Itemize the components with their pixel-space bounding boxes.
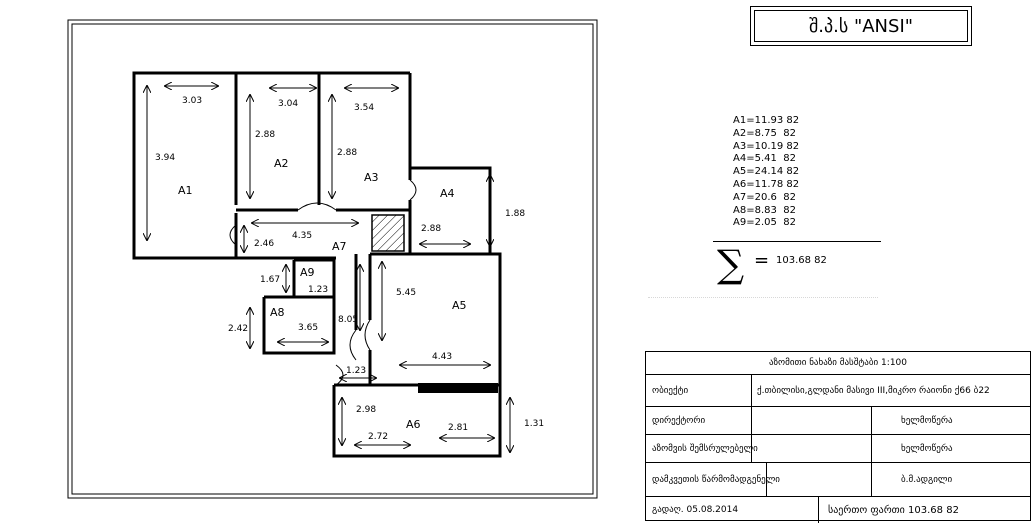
- area-row: A8=8.83 82: [733, 204, 796, 216]
- sigma-icon: ∑: [717, 242, 745, 286]
- room-label-a9: A9: [300, 266, 315, 279]
- room-label-a6: A6: [406, 418, 421, 431]
- title-block-surveyor-row: აზომვის შემსრულებელი ხელმოწერა: [646, 434, 1030, 463]
- area-row: A2=8.75 82: [733, 127, 796, 139]
- dim-a2-height: 2.88: [255, 130, 275, 140]
- title-block: აზომითი ნახაზი მასშტაბი 1:100 ობიექტი ქ.…: [645, 351, 1031, 523]
- dim-a8-height: 2.42: [228, 324, 248, 334]
- dim-a5-width: 4.43: [432, 352, 452, 362]
- company-name: შ.პ.ს "ANSI": [754, 10, 968, 42]
- area-row: A1=11.93 82: [733, 115, 800, 126]
- room-label-a8: A8: [270, 306, 285, 319]
- room-label-a5: A5: [452, 299, 467, 312]
- room-label-a2: A2: [274, 157, 289, 170]
- dim-a7-width: 4.35: [292, 231, 312, 241]
- hatched-column: [371, 214, 405, 252]
- dim-a6-width2: 2.81: [448, 423, 468, 433]
- dim-a5-height: 5.45: [396, 288, 416, 298]
- area-row: A4=5.41 82: [733, 153, 796, 165]
- title-block-object-row: ობიექტი ქ.თბილისი,გლდანი მასივი III,მიკრ…: [646, 374, 1030, 407]
- title-block-footer-row: გადაღ. 05.08.2014 საერთო ფართი 103.68 82: [646, 496, 1030, 523]
- area-row: A9=2.05 82: [733, 217, 796, 229]
- dim-a6-width1: 2.72: [368, 432, 388, 442]
- total-area-value: 103.68 82: [776, 255, 827, 266]
- dim-a7-side: 2.46: [254, 239, 274, 249]
- room-label-a3: A3: [364, 171, 379, 184]
- dim-a7-length: 8.05: [338, 315, 358, 325]
- title-block-client-row: დამკვეთის წარმომადგენელი ბ.მ.ადგილი: [646, 462, 1030, 497]
- dim-a8-width: 3.65: [298, 323, 318, 333]
- solid-wall-segment: [418, 383, 498, 393]
- faint-divider: [648, 297, 878, 298]
- walls: [132, 71, 502, 458]
- dim-a1-height: 3.94: [155, 153, 175, 163]
- floor-plan: A1 A2 A3 A4 A5 A6 A7 A8 A9 3.03 3.94 3.0…: [67, 19, 598, 499]
- company-stamp: შ.პ.ს "ANSI": [750, 6, 972, 46]
- dim-a4-width: 2.88: [421, 224, 441, 234]
- area-row: A6=11.78 82: [733, 178, 800, 190]
- dim-a9-height: 1.67: [260, 275, 280, 285]
- dimension-lines: [147, 86, 510, 452]
- dim-a1-width: 3.03: [182, 96, 202, 106]
- room-label-a4: A4: [440, 187, 455, 200]
- title-block-header: აზომითი ნახაზი მასშტაბი 1:100: [768, 358, 907, 368]
- area-list: A1=11.93 82 A2=8.75 82 A3=10.19 82 A4=5.…: [733, 115, 799, 230]
- drawing-frame-outer: [67, 19, 598, 499]
- dim-a9-width: 1.23: [308, 285, 328, 295]
- room-label-a1: A1: [178, 184, 193, 197]
- sum-equals: =: [754, 250, 770, 271]
- title-block-director-row: დირექტორი ხელმოწერა: [646, 406, 1030, 435]
- room-label-a7: A7: [332, 240, 347, 253]
- dim-a2-width: 3.04: [278, 99, 298, 109]
- drawing-frame-inner: [71, 23, 594, 495]
- area-row: A7=20.6 82: [733, 191, 796, 203]
- sum-divider: [713, 241, 881, 242]
- dim-a3-height: 2.88: [337, 148, 357, 158]
- area-row: A5=24.14 82: [733, 166, 800, 178]
- dim-a7-bottom: 1.23: [346, 366, 366, 376]
- dim-a6-height: 2.98: [356, 405, 376, 415]
- area-row: A3=10.19 82: [733, 140, 800, 152]
- dim-a3-width: 3.54: [354, 103, 374, 113]
- dim-a6-side: 1.31: [524, 419, 544, 429]
- dim-a4-height: 1.88: [505, 209, 525, 219]
